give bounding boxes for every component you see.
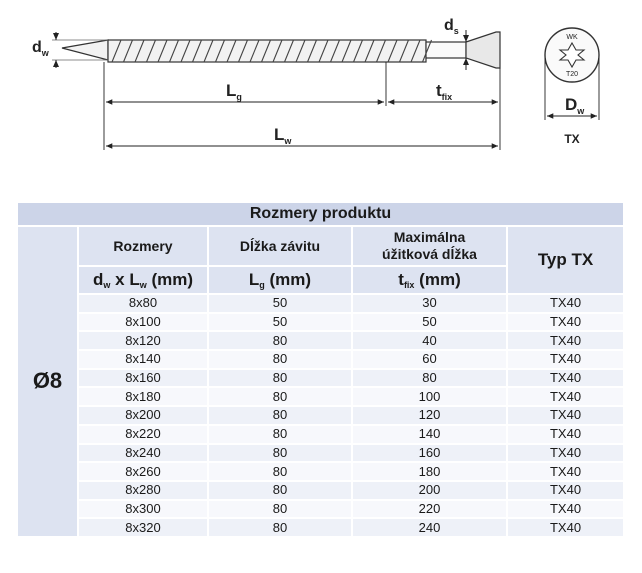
cell-tx: TX40	[505, 330, 626, 352]
cell-tfix: 220	[351, 498, 508, 520]
cell-tx: TX40	[505, 498, 626, 520]
cell-tfix: 60	[351, 349, 508, 370]
cell-size: 8x300	[77, 498, 209, 520]
cell-lg: 80	[207, 367, 353, 389]
screw-head-view: WK T20 Dw TX	[544, 27, 600, 146]
cell-size: 8x120	[77, 330, 209, 352]
cell-tx: TX40	[505, 517, 626, 538]
cell-tfix: 120	[351, 405, 508, 426]
cell-tx: TX40	[505, 349, 626, 370]
cell-lg: 80	[207, 498, 353, 520]
Dw-label: Dw	[565, 95, 585, 116]
cell-size: 8x180	[77, 386, 209, 408]
cell-tx: TX40	[505, 405, 626, 426]
cell-size: 8x280	[77, 479, 209, 501]
dim-lg-tfix	[103, 62, 501, 150]
cell-size: 8x140	[77, 349, 209, 370]
dw-label: dw	[32, 39, 50, 58]
cell-tx: TX40	[505, 442, 626, 464]
cell-tfix: 30	[351, 293, 508, 314]
cell-tfix: 100	[351, 386, 508, 408]
cell-size: 8x220	[77, 423, 209, 445]
screw-body	[61, 31, 501, 69]
cell-tx: TX40	[505, 461, 626, 482]
drive-type-label: TX	[564, 132, 579, 146]
screw-drawing: dw ds Lg tfix Lw WK T20 Dw TX	[32, 17, 600, 150]
screw-thread	[111, 39, 433, 63]
cell-tfix: 160	[351, 442, 508, 464]
cell-size: 8x260	[77, 461, 209, 482]
unit-tfix: tfix (mm)	[351, 265, 508, 295]
header-dlzka-zavitu: Dĺžka závitu	[207, 225, 353, 267]
product-dimensions-table: Rozmery produktu Ø8 Rozmery Dĺžka závitu…	[15, 201, 626, 538]
cell-size: 8x160	[77, 367, 209, 389]
tfix-label: tfix	[436, 81, 452, 102]
cell-tx: TX40	[505, 479, 626, 501]
cell-tfix: 140	[351, 423, 508, 445]
cell-lg: 80	[207, 423, 353, 445]
dim-ds: ds	[444, 17, 469, 70]
cell-lg: 50	[207, 293, 353, 314]
cell-lg: 80	[207, 461, 353, 482]
cell-size: 8x240	[77, 442, 209, 464]
cell-size: 8x200	[77, 405, 209, 426]
lw-label: Lw	[274, 125, 292, 146]
header-rozmery: Rozmery	[77, 225, 209, 267]
cell-lg: 80	[207, 442, 353, 464]
cell-lg: 80	[207, 479, 353, 501]
cell-lg: 50	[207, 311, 353, 333]
ds-label: ds	[444, 17, 459, 36]
cell-tfix: 80	[351, 367, 508, 389]
cell-tfix: 240	[351, 517, 508, 538]
cell-lg: 80	[207, 517, 353, 538]
cell-tx: TX40	[505, 367, 626, 389]
lg-label: Lg	[226, 81, 242, 102]
head-mark-top: WK	[566, 34, 578, 41]
cell-size: 8x320	[77, 517, 209, 538]
cell-lg: 80	[207, 330, 353, 352]
cell-tx: TX40	[505, 423, 626, 445]
cell-tfix: 50	[351, 311, 508, 333]
cell-tx: TX40	[505, 293, 626, 314]
cell-tfix: 40	[351, 330, 508, 352]
diameter-cell: Ø8	[16, 225, 79, 538]
cell-lg: 80	[207, 349, 353, 370]
unit-lg: Lg (mm)	[207, 265, 353, 295]
cell-size: 8x80	[77, 293, 209, 314]
dim-dw: dw	[32, 32, 108, 68]
head-mark-bottom: T20	[566, 71, 578, 78]
cell-tx: TX40	[505, 386, 626, 408]
cell-size: 8x100	[77, 311, 209, 333]
header-typ-tx: Typ TX	[505, 225, 626, 295]
cell-lg: 80	[207, 405, 353, 426]
unit-size: dw x Lw (mm)	[77, 265, 209, 295]
torx-star-icon	[558, 41, 586, 69]
cell-tfix: 200	[351, 479, 508, 501]
cell-lg: 80	[207, 386, 353, 408]
table-caption: Rozmery produktu	[15, 201, 626, 227]
cell-tx: TX40	[505, 311, 626, 333]
cell-tfix: 180	[351, 461, 508, 482]
